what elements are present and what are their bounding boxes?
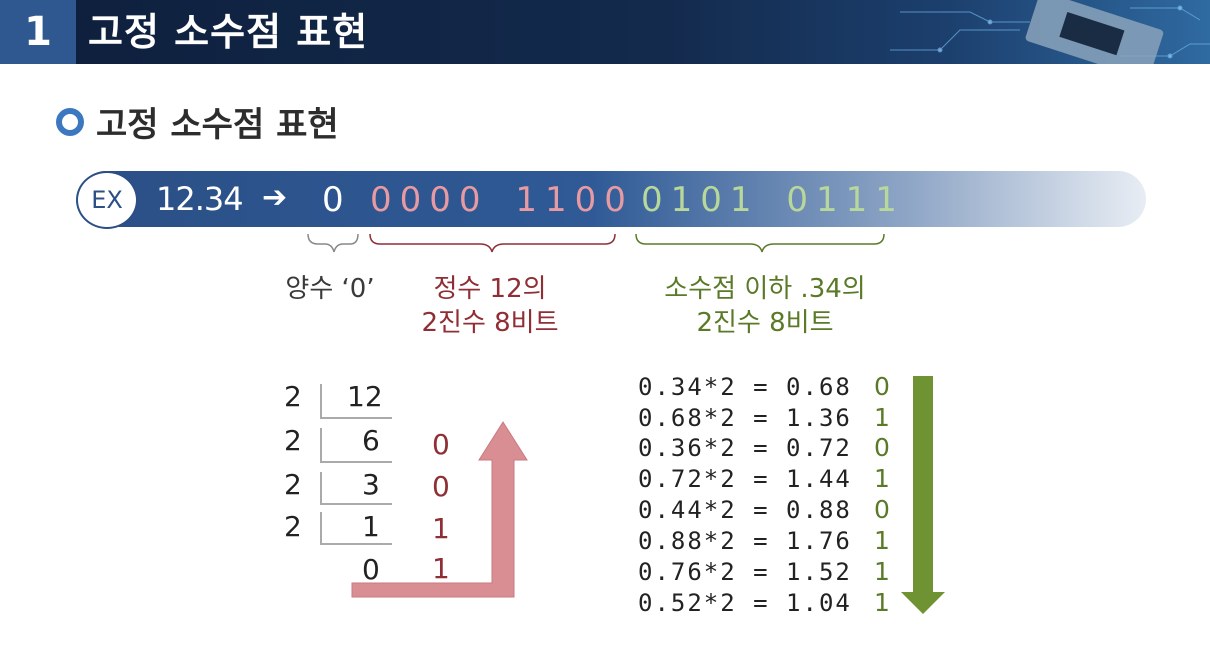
divisor: 2: [284, 468, 302, 501]
ex-badge: EX: [76, 171, 138, 229]
mult-row: 0.72*2 = 1.44: [638, 465, 852, 493]
example-bar: [78, 171, 1146, 227]
division-bracket: [320, 461, 392, 463]
section-heading: 고정 소수점 표현: [96, 105, 339, 145]
mult-row: 0.76*2 = 1.52: [638, 558, 852, 586]
decimal-value: 12.34: [156, 180, 244, 218]
fraction-bits: 0101 0111: [641, 180, 905, 220]
mult-bit: 1: [874, 588, 890, 617]
mult-row: 0.52*2 = 1.04: [638, 589, 852, 617]
fraction-label-line1: 소수점 이하 .34의: [664, 274, 866, 304]
mult-row: 0.88*2 = 1.76: [638, 527, 852, 555]
integer-bits: 0000 1100: [370, 180, 634, 220]
right-arrow-icon: ➔: [262, 180, 288, 215]
mult-row: 0.44*2 = 0.88: [638, 496, 852, 524]
down-arrow-icon: [901, 376, 945, 614]
division-bracket: [320, 503, 392, 505]
mult-row: 0.34*2 = 0.68: [638, 373, 852, 401]
mult-row: 0.36*2 = 0.72: [638, 434, 852, 462]
mult-bit: 0: [874, 433, 890, 462]
quotient: 1: [362, 510, 380, 543]
sign-bit: 0: [322, 180, 344, 220]
mult-bit: 1: [874, 464, 890, 493]
remainder: 1: [432, 512, 450, 545]
integer-brace: [369, 233, 616, 253]
bullet-ring-icon: [56, 108, 84, 136]
division-bracket: [320, 384, 322, 418]
remainder: 0: [432, 428, 450, 461]
divisor: 2: [284, 424, 302, 457]
page-title: 고정 소수점 표현: [88, 10, 369, 54]
division-bracket: [320, 512, 322, 544]
divisor: 2: [284, 380, 302, 413]
fraction-label-line2: 2진수 8비트: [696, 308, 834, 338]
remainder: 0: [432, 470, 450, 503]
mult-bit: 1: [874, 557, 890, 586]
circuit-chip-decoration: [890, 0, 1210, 64]
mult-bit: 1: [874, 403, 890, 432]
integer-label-line1: 정수 12의: [433, 274, 547, 304]
division-bracket: [320, 417, 392, 419]
mult-bit: 0: [874, 495, 890, 524]
sign-label: 양수 ‘0’: [270, 272, 390, 306]
dividend: 12: [347, 380, 383, 413]
mult-bit: 1: [874, 526, 890, 555]
final-quotient: 0: [362, 553, 380, 586]
sign-brace: [307, 233, 359, 253]
integer-label: 정수 12의 2진수 8비트: [390, 272, 590, 340]
quotient: 3: [362, 468, 380, 501]
division-bracket: [320, 472, 322, 504]
brace-group: [307, 233, 885, 253]
mult-row: 0.68*2 = 1.36: [638, 404, 852, 432]
quotient: 6: [362, 424, 380, 457]
section-number: 1: [0, 0, 76, 64]
integer-label-line2: 2진수 8비트: [421, 308, 559, 338]
sign-label-text: 양수 ‘0’: [285, 274, 375, 304]
division-bracket: [320, 543, 392, 545]
fraction-brace: [635, 233, 885, 253]
mult-bit: 0: [874, 372, 890, 401]
divisor: 2: [284, 510, 302, 543]
fraction-label: 소수점 이하 .34의 2진수 8비트: [620, 272, 910, 340]
remainder: 1: [432, 552, 450, 585]
slide-header: 1 고정 소수점 표현: [0, 0, 1210, 64]
division-bracket: [320, 428, 322, 462]
